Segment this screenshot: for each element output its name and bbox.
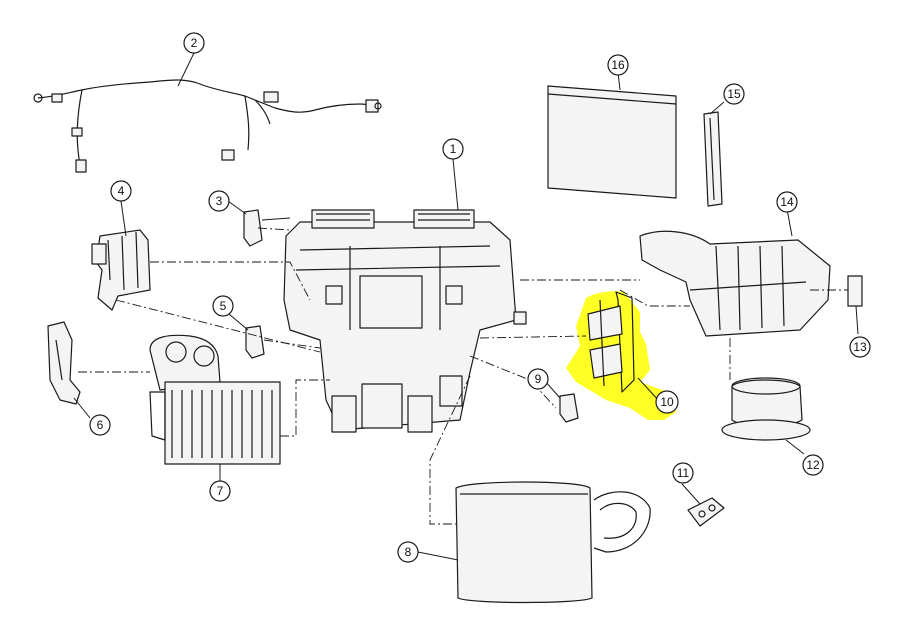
callout-label: 14 [780,195,794,209]
callout-label: 12 [806,458,820,472]
callout-label: 7 [217,484,224,498]
part-filter-cover [703,111,723,207]
callout-label: 9 [535,372,542,386]
callout-label: 1 [450,142,457,156]
part-evaporator [455,481,651,604]
callout-1: 1 [442,138,464,160]
callout-label: 10 [660,395,674,409]
callout-label: 5 [220,299,227,313]
callout-4: 4 [110,180,132,202]
callout-9: 9 [527,368,549,390]
callout-6: 6 [89,414,111,436]
part-sensor-9 [559,393,579,423]
part-side-bracket [47,321,81,405]
part-heater-core [149,334,281,465]
callout-label: 11 [677,466,690,480]
part-blower-housing [639,230,831,337]
part-bracket-11 [687,497,725,527]
callout-label: 4 [118,184,125,198]
callout-11: 11 [672,462,694,484]
callout-14: 14 [776,191,798,213]
connection-lines [78,227,848,525]
part-blower-motor [721,377,811,441]
part-sensor-5 [245,325,265,359]
callout-label: 8 [405,545,412,559]
part-cabin-filter [547,85,677,199]
part-left-duct [91,229,151,311]
callout-16: 16 [607,54,629,76]
callout-label: 3 [216,194,223,208]
callout-label: 6 [97,418,104,432]
callout-2: 2 [183,32,205,54]
callout-15: 15 [723,83,745,105]
callout-3: 3 [208,190,230,212]
callout-13: 13 [849,336,871,358]
part-sensor-3 [243,209,291,247]
callout-5: 5 [212,295,234,317]
part-main-housing [283,209,527,433]
callout-label: 13 [853,340,867,354]
callout-label: 16 [611,58,625,72]
callout-7: 7 [209,480,231,502]
part-duct-10 [587,291,635,393]
callout-label: 15 [727,87,741,101]
part-sensor-13 [847,275,863,307]
callout-12: 12 [802,454,824,476]
callout-label: 2 [191,36,198,50]
callout-8: 8 [397,541,419,563]
part-wiring-harness [33,79,382,173]
callout-10: 10 [655,390,679,414]
